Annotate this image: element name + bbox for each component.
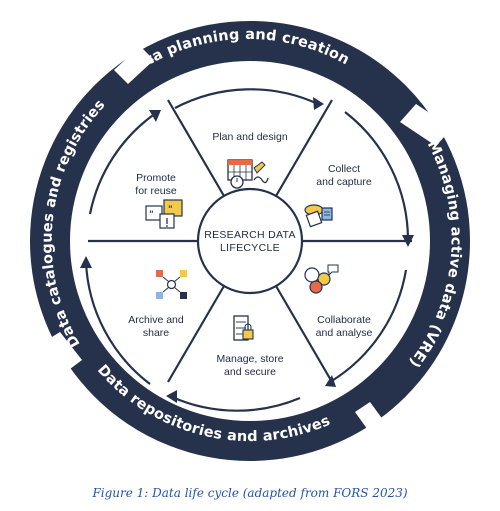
center-title-line2: LIFECYCLE bbox=[220, 242, 280, 254]
ring-gaps bbox=[44, 46, 452, 444]
segment-label-collaborate-1: Collaborate bbox=[317, 314, 371, 326]
segment-label-collect-1: Collect bbox=[328, 163, 360, 175]
svg-text:": " bbox=[149, 210, 154, 220]
figure-caption: Figure 1: Data life cycle (adapted from … bbox=[92, 486, 408, 500]
outer-ring bbox=[30, 21, 470, 461]
plan-design-icon bbox=[227, 159, 269, 189]
segment-label-manage-2: and secure bbox=[224, 366, 276, 378]
segment-label-collect-2: and capture bbox=[316, 176, 372, 188]
promote-quote-icon: " " bbox=[145, 199, 183, 229]
segment-label-promote-2: for reuse bbox=[135, 185, 177, 197]
segment-label-collaborate-2: and analyse bbox=[316, 327, 373, 339]
share-network-icon bbox=[156, 270, 187, 299]
segment-label-archive-1: Archive and bbox=[128, 314, 184, 326]
segment-label-plan: Plan and design bbox=[212, 131, 287, 143]
center-hub bbox=[196, 187, 304, 295]
svg-text:": " bbox=[168, 205, 173, 215]
lifecycle-diagram: Data planning and creation Managing acti… bbox=[30, 21, 470, 461]
arrow-heads bbox=[80, 97, 414, 403]
collect-capture-icon bbox=[304, 204, 333, 228]
segment-label-manage-1: Manage, store bbox=[216, 353, 283, 365]
segment-label-archive-2: share bbox=[143, 327, 169, 339]
storage-icon bbox=[233, 315, 254, 341]
segment-label-promote-1: Promote bbox=[136, 172, 176, 184]
flow-arrows bbox=[84, 88, 410, 412]
center-title-line1: RESEARCH DATA bbox=[204, 229, 296, 241]
collaborate-icon bbox=[304, 264, 339, 294]
segment-dividers bbox=[88, 99, 412, 383]
